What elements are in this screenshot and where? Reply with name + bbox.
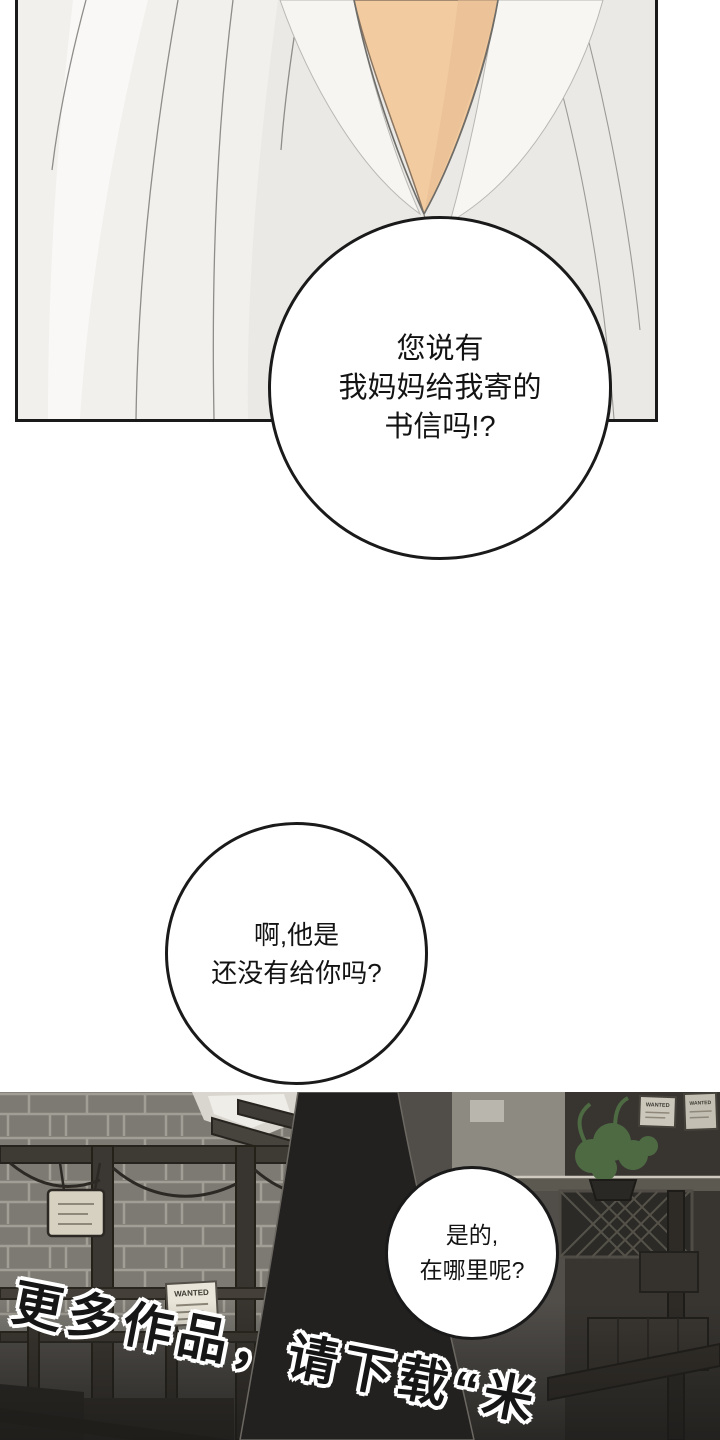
speech-bubble-2: 啊,他是 还没有给你吗? (165, 822, 428, 1085)
garment-highlight (48, 0, 148, 419)
wanted-poster-topright-2: WANTED (682, 1092, 719, 1132)
speech-bubble-3: 是的, 在哪里呢? (385, 1166, 559, 1340)
bubble-1-line-1: 您说有 (396, 332, 484, 365)
wanted-poster-topright-2-label: WANTED (689, 1100, 711, 1107)
speech-bubble-1: 您说有 我妈妈给我寄的 书信吗!? (268, 216, 612, 560)
skin-shading (424, 0, 498, 214)
foreground-silhouette (239, 1092, 475, 1440)
wanted-poster-left-label: WANTED (174, 1288, 209, 1299)
panel-top (15, 0, 658, 422)
bubble-3-line-1: 是的, (445, 1222, 499, 1248)
distant-window (470, 1100, 504, 1122)
hanging-sign (46, 1162, 106, 1238)
garment-edge-right (423, 0, 499, 215)
wanted-poster-topright-1-label: WANTED (646, 1102, 670, 1109)
bubble-1-line-2: 我妈妈给我寄的 (338, 371, 542, 404)
bubble-3-line-2: 在哪里呢? (419, 1257, 525, 1283)
bubble-2-line-1: 啊,他是 (253, 919, 340, 950)
garment-edge-left (353, 0, 425, 215)
porch-plant (575, 1096, 658, 1201)
bubble-2-line-2: 还没有给你吗? (211, 957, 382, 988)
bubble-1-line-3: 书信吗!? (384, 410, 496, 443)
panel-top-artwork (18, 0, 655, 419)
wanted-poster-topright-1: WANTED (637, 1094, 678, 1129)
